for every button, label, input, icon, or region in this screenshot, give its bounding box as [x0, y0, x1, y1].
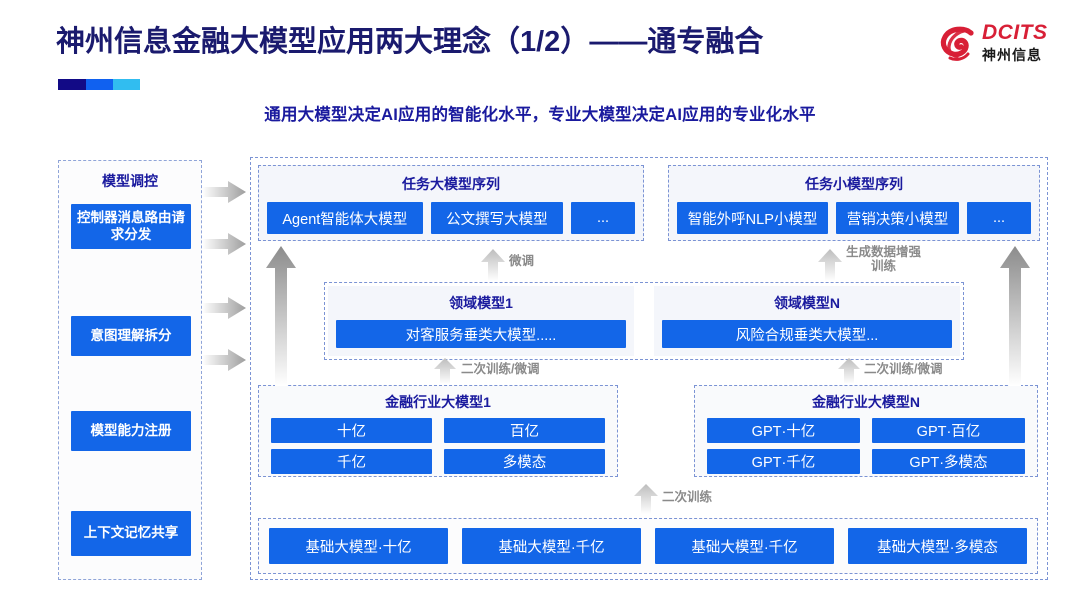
task-small-model-sequence-panel: 任务小模型序列 智能外呼NLP小模型 营销决策小模型 ...	[668, 165, 1040, 241]
chip-base-model-trillion[interactable]: 基础大模型·千亿	[655, 528, 834, 564]
task-small-model-sequence-title: 任务小模型序列	[805, 176, 903, 192]
model-control-panel: 模型调控 控制器消息路由请求分发 意图理解拆分 模型能力注册 上下文记忆共享	[58, 160, 202, 580]
flow-arrow-up-right-tall	[1000, 246, 1030, 386]
chip-base-model-billion[interactable]: 基础大模型·十亿	[269, 528, 448, 564]
task-large-model-sequence-title: 任务大模型序列	[402, 176, 500, 192]
domain-model-band: 领域模型1 对客服务垂类大模型..... 领域模型N 风险合规垂类大模型...	[324, 282, 964, 360]
chip-document-writing-large-model[interactable]: 公文撰写大模型	[430, 202, 563, 234]
label-retrain-fine-tune-left: 二次训练/微调	[461, 362, 540, 376]
chip-billion-scale[interactable]: 十亿	[271, 418, 432, 443]
label-fine-tune: 微调	[509, 254, 535, 268]
chip-gpt-multimodal[interactable]: GPT·多模态	[872, 449, 1025, 474]
task-large-model-sequence-panel: 任务大模型序列 Agent智能体大模型 公文撰写大模型 ...	[258, 165, 644, 241]
domain-model-1-title: 领域模型1	[449, 295, 513, 311]
title-accent-bar	[58, 79, 140, 90]
task-small-model-chip-row: 智能外呼NLP小模型 营销决策小模型 ...	[669, 194, 1039, 234]
flow-arrow-up-retrain-left	[434, 358, 456, 384]
chip-more-large-models[interactable]: ...	[571, 202, 635, 234]
chip-ten-billion-scale[interactable]: 百亿	[444, 418, 605, 443]
logo-en-text: DCITS	[982, 21, 1048, 44]
finance-industry-model-1-grid: 十亿 百亿 千亿 多模态	[259, 412, 617, 474]
chip-multimodal[interactable]: 多模态	[444, 449, 605, 474]
finance-industry-model-n-grid: GPT·十亿 GPT·百亿 GPT·千亿 GPT·多模态	[695, 412, 1037, 474]
flow-arrow-up-fine-tune	[481, 249, 505, 281]
chip-base-model-multimodal[interactable]: 基础大模型·多模态	[848, 528, 1027, 564]
chip-gpt-hundred-billion-scale[interactable]: GPT·千亿	[707, 449, 860, 474]
flow-arrow-right-3	[202, 297, 246, 319]
company-logo: DCITS 神州信息	[938, 20, 1066, 74]
chip-outbound-nlp-small-model[interactable]: 智能外呼NLP小模型	[677, 202, 829, 234]
label-data-augmentation-training: 生成数据增强 训练	[846, 245, 921, 274]
finance-industry-model-1-title: 金融行业大模型1	[385, 394, 491, 410]
finance-industry-model-1-panel: 金融行业大模型1 十亿 百亿 千亿 多模态	[258, 385, 618, 477]
sidebar-title: 模型调控	[102, 173, 158, 189]
chip-marketing-decision-small-model[interactable]: 营销决策小模型	[836, 202, 959, 234]
label-data-augmentation-line1: 生成数据增强	[846, 245, 922, 259]
base-model-band: 基础大模型·十亿 基础大模型·千亿 基础大模型·千亿 基础大模型·多模态	[258, 518, 1038, 574]
page-title: 神州信息金融大模型应用两大理念（1/2）——通专融合	[56, 26, 764, 58]
logo-cn-text: 神州信息	[982, 47, 1042, 63]
label-retrain: 二次训练	[662, 490, 713, 504]
chip-customer-service-vertical-model[interactable]: 对客服务垂类大模型.....	[336, 320, 626, 348]
sidebar-item-context-memory[interactable]: 上下文记忆共享	[71, 511, 191, 556]
accent-segment-1	[58, 79, 86, 90]
dcits-swirl-icon	[940, 26, 974, 61]
task-large-model-chip-row: Agent智能体大模型 公文撰写大模型 ...	[259, 194, 643, 234]
domain-model-1-cell: 领域模型1 对客服务垂类大模型.....	[328, 286, 634, 356]
domain-model-n-title: 领域模型N	[773, 295, 841, 311]
domain-model-n-cell: 领域模型N 风险合规垂类大模型...	[654, 286, 960, 356]
flow-arrow-up-data-augmentation	[818, 249, 842, 281]
chip-gpt-ten-billion-scale[interactable]: GPT·百亿	[872, 418, 1025, 443]
sidebar-item-intent-parsing[interactable]: 意图理解拆分	[71, 316, 191, 356]
finance-industry-model-n-panel: 金融行业大模型N GPT·十亿 GPT·百亿 GPT·千亿 GPT·多模态	[694, 385, 1038, 477]
label-data-augmentation-line2: 训练	[871, 259, 897, 274]
sidebar-item-capability-registry[interactable]: 模型能力注册	[71, 411, 191, 451]
flow-arrow-up-left-tall	[266, 246, 296, 386]
chip-risk-compliance-vertical-model[interactable]: 风险合规垂类大模型...	[662, 320, 952, 348]
flow-arrow-up-retrain-base	[634, 484, 658, 514]
flow-arrow-right-1	[202, 181, 246, 203]
logo-text-block: DCITS 神州信息	[982, 22, 1048, 64]
flow-arrow-right-2	[202, 233, 246, 255]
finance-industry-model-n-title: 金融行业大模型N	[811, 394, 921, 410]
flow-arrow-right-4	[202, 349, 246, 371]
sidebar-item-controller-routing[interactable]: 控制器消息路由请求分发	[71, 204, 191, 249]
label-retrain-fine-tune-right: 二次训练/微调	[864, 362, 943, 376]
flow-arrow-up-retrain-right	[838, 358, 860, 384]
chip-more-small-models[interactable]: ...	[967, 202, 1031, 234]
chip-hundred-billion-scale[interactable]: 千亿	[271, 449, 432, 474]
accent-segment-3	[112, 79, 140, 90]
page-subtitle: 通用大模型决定AI应用的智能化水平，专业大模型决定AI应用的专业化水平	[264, 106, 816, 124]
accent-segment-2	[85, 79, 113, 90]
chip-base-model-hundred-billion[interactable]: 基础大模型·千亿	[462, 528, 641, 564]
architecture-outer-frame	[250, 157, 1048, 580]
chip-gpt-billion-scale[interactable]: GPT·十亿	[707, 418, 860, 443]
chip-agent-large-model[interactable]: Agent智能体大模型	[267, 202, 423, 234]
